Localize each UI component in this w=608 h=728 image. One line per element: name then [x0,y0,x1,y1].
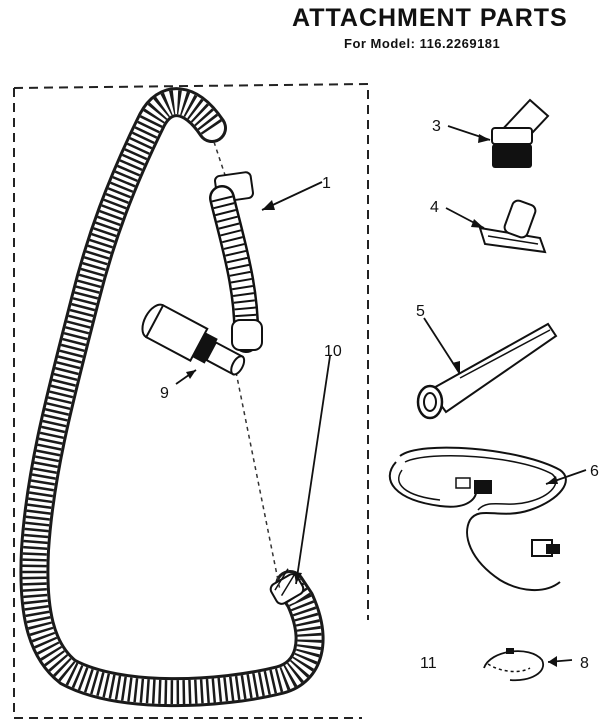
hose-end-fitting [209,171,263,353]
leader-arrow-10 [294,572,302,584]
power-cord-harness [388,446,567,592]
leader-line-10 [295,355,331,585]
leader-arrow-3 [478,134,490,143]
leader-arrow-5 [452,361,460,374]
hose-connector [141,303,246,376]
alignment-line-hose-top [213,141,227,179]
leader-arrow-4 [471,219,484,228]
callout-8: 8 [580,655,589,672]
page-title: ATTACHMENT PARTS [292,4,568,32]
callout-9: 9 [160,385,169,402]
leader-arrow-9 [186,370,196,379]
dusting-brush [491,98,550,168]
leader-arrow-6 [546,476,558,484]
hose-cuff [269,568,305,605]
callout-1: 1 [322,175,331,192]
model-line: For Model: 116.2269181 [344,36,500,51]
upholstery-nozzle [478,199,547,254]
model-number: 116.2269181 [419,36,501,51]
callout-6: 6 [590,463,599,480]
callout-10: 10 [324,343,342,360]
leader-arrow-1 [262,200,275,210]
callout-5: 5 [416,303,425,320]
alignment-line-connector [235,371,281,591]
callout-4: 4 [430,199,439,216]
flexible-hose [19,87,325,708]
hose-assembly-dashed-box [13,82,369,719]
leader-arrow-8 [548,656,557,667]
callout-3: 3 [432,118,441,135]
model-label: For Model: [344,36,416,51]
callout-11: 11 [420,655,437,672]
crevice-tool [416,322,558,420]
clip [483,648,545,682]
